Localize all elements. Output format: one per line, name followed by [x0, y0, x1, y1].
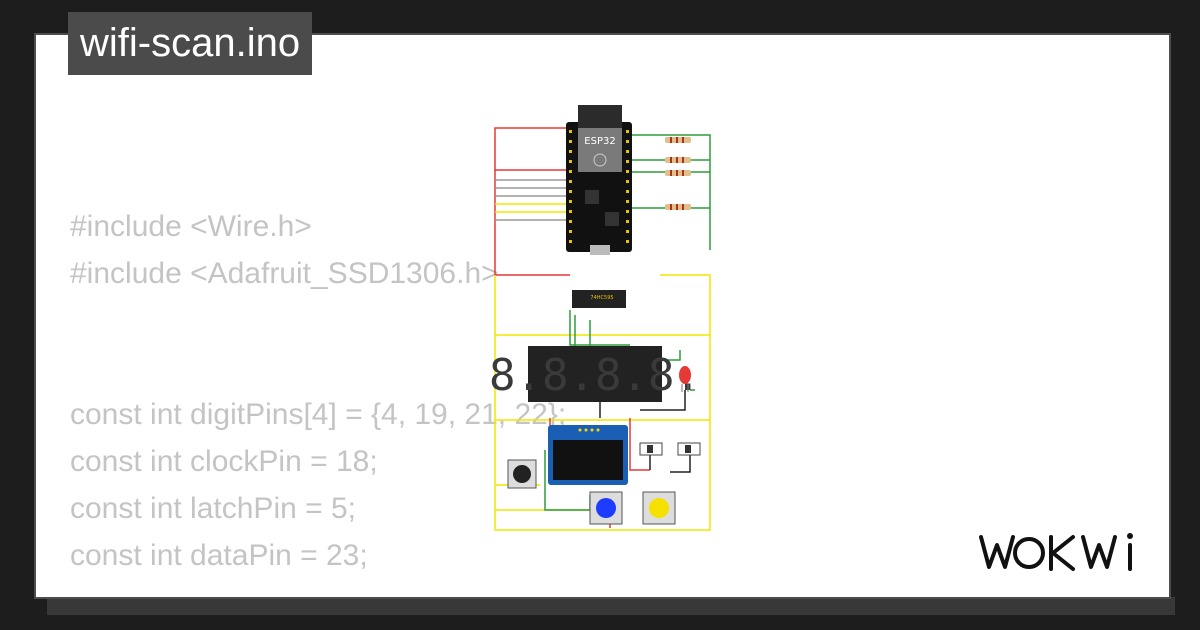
circuit-diagram: ESP32 [490, 105, 711, 531]
card-shadow [47, 597, 1175, 615]
code-line: #include <Adafruit_SSD1306.h> [70, 257, 499, 290]
shift-register-chip: 74HC595 [572, 290, 626, 308]
code-line: const int latchPin = 5; [70, 492, 356, 525]
code-line: #include <Wire.h> [70, 210, 312, 243]
project-title: wifi-scan.ino [68, 12, 313, 75]
esp32-board: ESP32 [566, 105, 632, 255]
oled-display [548, 425, 628, 485]
led [679, 366, 691, 392]
slide-switches [639, 442, 701, 456]
mcu-label: ESP32 [584, 136, 615, 147]
code-preview: #include <Wire.h> #include <Adafruit_SSD1… [70, 203, 566, 579]
pushbuttons [507, 459, 676, 525]
chip-label: 74HC595 [590, 295, 613, 301]
display-digits: 8.8.8.8. [490, 350, 701, 401]
resistors [665, 137, 691, 210]
code-line: const int dataPin = 23; [70, 539, 368, 572]
wires [494, 127, 711, 531]
wokwi-logo [979, 533, 1133, 571]
code-line: const int clockPin = 18; [70, 445, 378, 478]
seven-segment-display: 8.8.8.8. [490, 346, 701, 402]
